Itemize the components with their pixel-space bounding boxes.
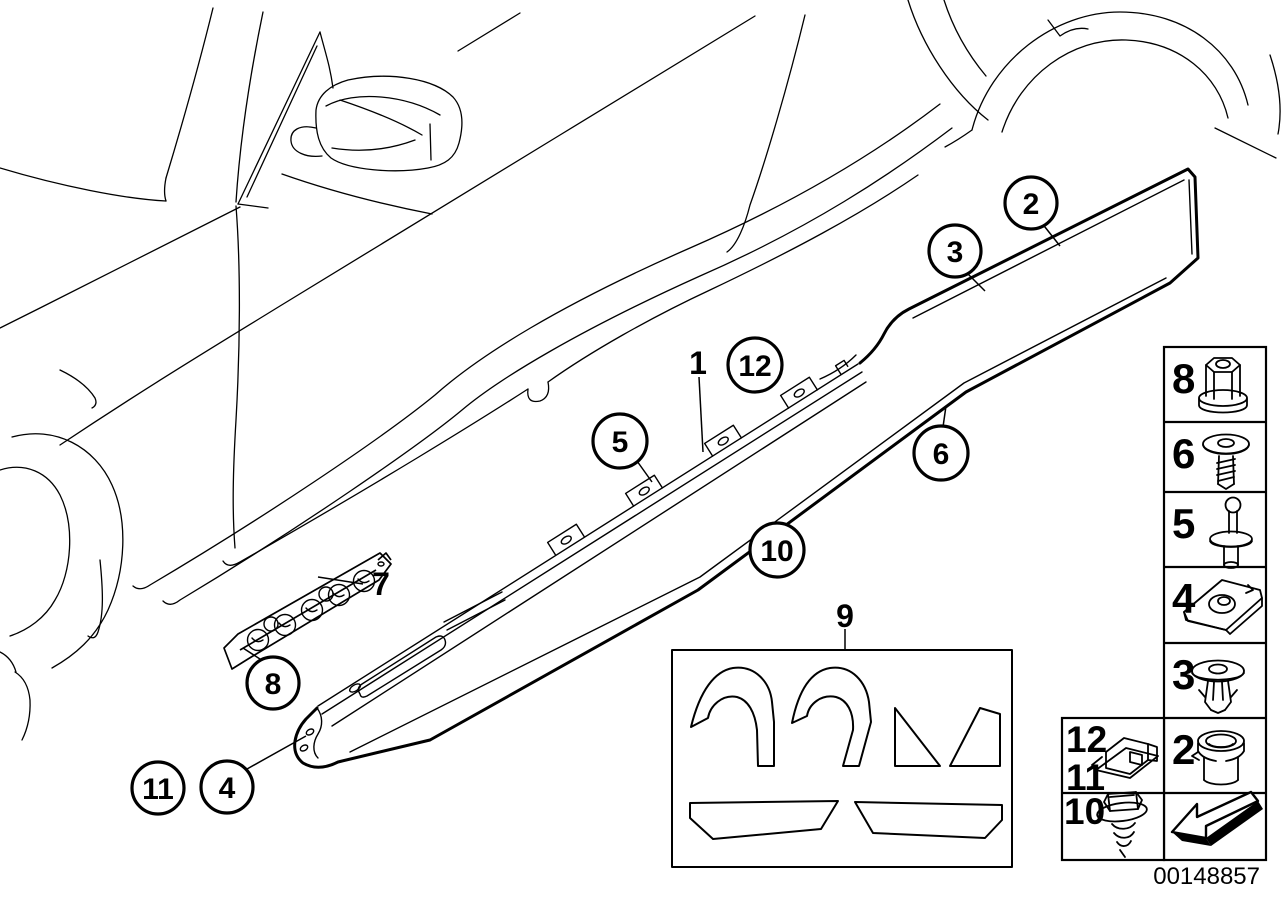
callout-2[interactable]: 2: [1003, 175, 1059, 231]
legend-label-8: 8: [1172, 355, 1195, 402]
callout-5[interactable]: 5: [591, 412, 649, 470]
callout-7-label: 7: [372, 566, 390, 602]
legend-label-12: 12: [1066, 719, 1107, 760]
callout-10-label: 10: [760, 535, 793, 568]
legend-cell-2[interactable]: 2: [1172, 726, 1245, 786]
car-body-outline: [0, 0, 1281, 741]
callout-1[interactable]: 1: [689, 345, 707, 381]
leader-line-7: [317, 576, 364, 585]
callout-4-label: 4: [219, 772, 236, 805]
foam-pad-bracket: [223, 552, 392, 670]
callout-11[interactable]: 11: [130, 760, 186, 816]
legend-label-11: 11: [1066, 757, 1105, 798]
callout-3-label: 3: [947, 236, 964, 269]
callout-6[interactable]: 6: [912, 424, 970, 482]
expanding-clip-icon: [1191, 659, 1245, 714]
callout-7[interactable]: 7: [372, 566, 390, 602]
sheet-metal-clip-nut-icon: [1183, 579, 1263, 635]
legend-label-6: 6: [1172, 430, 1195, 477]
clip-tab: [779, 376, 819, 409]
callout-1-label: 1: [689, 345, 707, 381]
expansion-rivet-icon: [1209, 496, 1253, 569]
legend-left-column: [1060, 716, 1166, 862]
callout-12-label: 12: [738, 350, 771, 383]
leader-line-1: [698, 376, 704, 453]
callouts: 1 7 9 2 3 12 5 6 10: [130, 175, 1059, 816]
callout-8[interactable]: 8: [245, 655, 301, 711]
leader-line-3: [965, 271, 986, 292]
legend-right-column: [1162, 345, 1268, 862]
legend-cell-6[interactable]: 6: [1172, 430, 1250, 490]
legend-label-3: 3: [1172, 651, 1195, 698]
legend-cell-arrow: [1170, 790, 1263, 846]
legend-table: 8 6 5: [1060, 345, 1268, 862]
callout-12[interactable]: 12: [726, 336, 784, 394]
callout-9-label: 9: [836, 598, 854, 634]
leader-line-6: [942, 405, 947, 428]
clip-tab: [624, 474, 664, 507]
cage-clamp-icon: [1091, 737, 1159, 779]
legend-cell-5[interactable]: 5: [1172, 496, 1253, 569]
direction-arrow-icon: [1170, 790, 1263, 846]
leader-line-8: [242, 647, 264, 662]
legend-cell-12-11[interactable]: 12 11: [1066, 719, 1159, 798]
legend-cell-4[interactable]: 4: [1172, 575, 1263, 635]
grommet-bushing-icon: [1191, 730, 1245, 786]
film-template-box: [671, 649, 1013, 868]
clip-tab: [703, 424, 743, 457]
washer-head-screw-icon: [1202, 433, 1250, 490]
legend-cell-10[interactable]: 10: [1064, 791, 1148, 858]
hex-spacer-nut-icon: [1198, 357, 1248, 414]
door-mirror: [281, 75, 463, 215]
callout-6-label: 6: [933, 438, 950, 471]
hex-washer-screw-icon: [1096, 791, 1148, 858]
legend-label-5: 5: [1172, 500, 1195, 547]
callout-5-label: 5: [612, 426, 629, 459]
callout-10[interactable]: 10: [748, 521, 806, 579]
legend-label-2: 2: [1172, 726, 1195, 773]
sill-end-cap: [299, 707, 323, 759]
legend-cell-8[interactable]: 8: [1172, 355, 1248, 414]
callout-4[interactable]: 4: [199, 759, 255, 815]
callout-3[interactable]: 3: [927, 223, 983, 279]
leader-line-4: [246, 735, 307, 770]
callout-11-label: 11: [142, 773, 174, 806]
leader-line-5: [636, 460, 653, 483]
callout-9[interactable]: 9: [836, 598, 854, 634]
part-number: 00148857: [1153, 863, 1260, 890]
callout-8-label: 8: [265, 668, 282, 701]
legend-cell-3[interactable]: 3: [1172, 651, 1245, 714]
sill-trim-panel: [293, 167, 1200, 769]
foam-pads: [246, 569, 376, 652]
clip-tab: [546, 523, 586, 556]
callout-2-label: 2: [1023, 188, 1040, 221]
